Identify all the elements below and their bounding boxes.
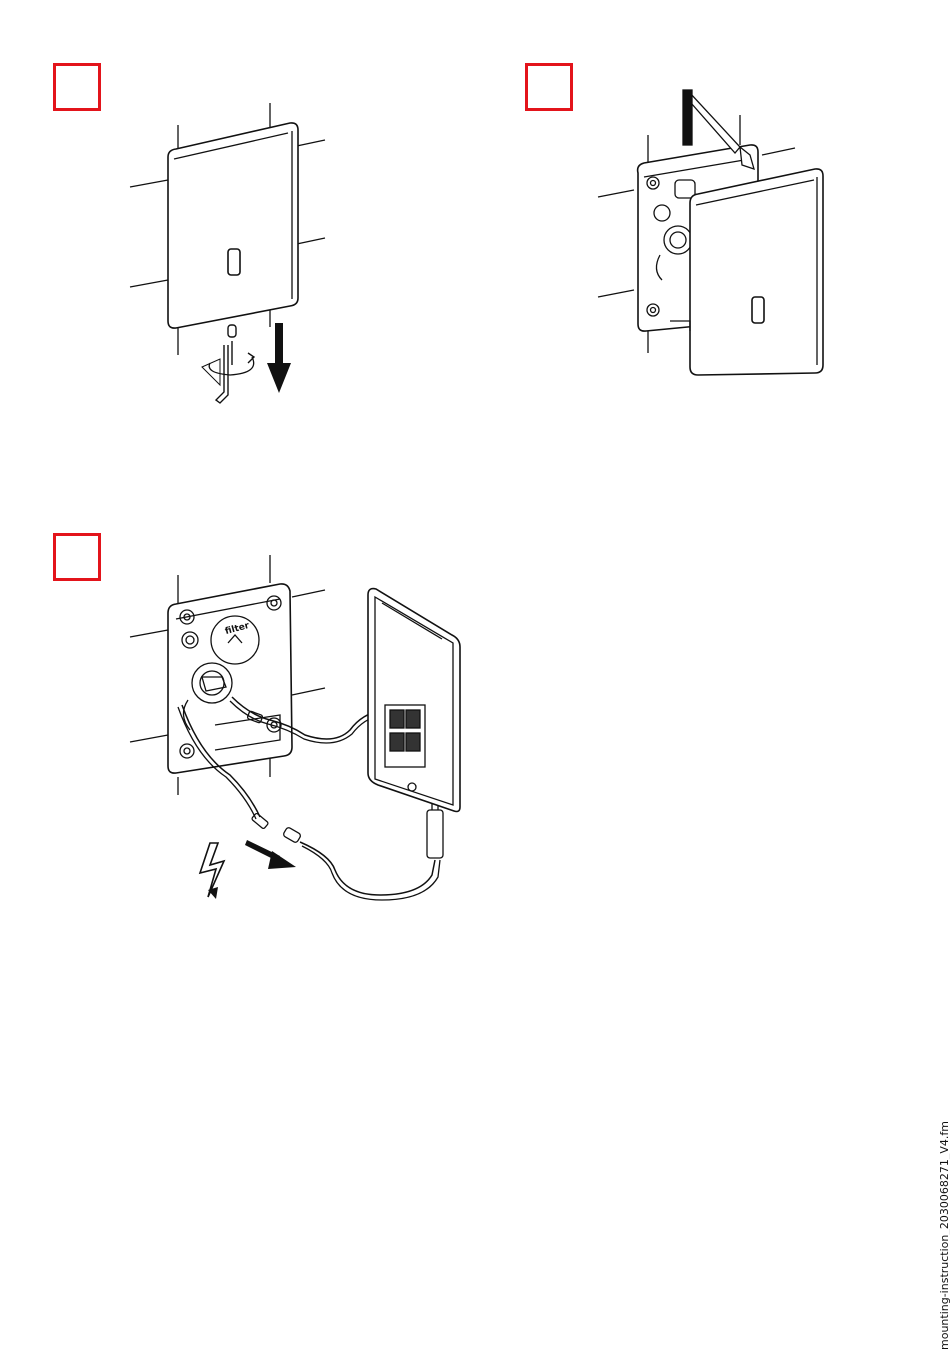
step-1-frame (53, 63, 101, 111)
figure-lift-cover (590, 85, 840, 380)
figure-remove-cover (120, 95, 350, 415)
step-3-frame (53, 533, 101, 581)
arrow-disconnect-icon (245, 840, 296, 869)
document-filename: mounting-instruction_2030068271_V4.fm (938, 1121, 950, 1350)
figure-disconnect-cable (120, 555, 480, 905)
arrow-down-icon (267, 323, 291, 393)
hex-key-icon (202, 325, 254, 403)
step-2-frame (525, 63, 573, 111)
lightning-icon (200, 843, 224, 899)
